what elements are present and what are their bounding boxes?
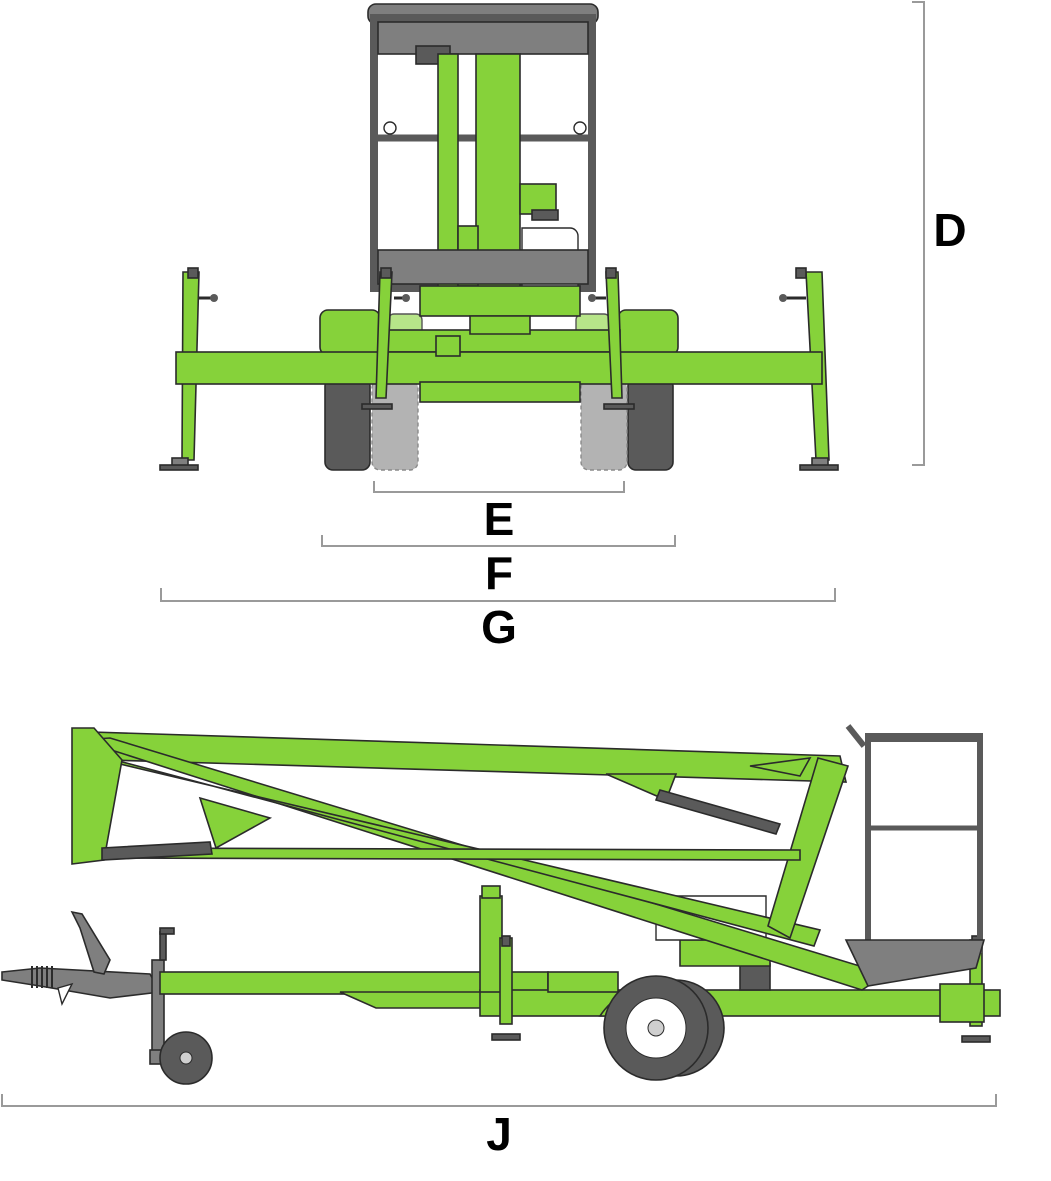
dimension-j-label: J — [486, 1108, 512, 1160]
dimension-e-line — [373, 481, 625, 493]
front-platform-basket — [367, 3, 599, 292]
side-platform-basket — [844, 724, 986, 987]
front-left-outer-tire — [324, 377, 371, 471]
front-left-fender — [319, 309, 381, 356]
front-inner-left-outrigger — [361, 267, 410, 410]
front-axle-beam — [175, 351, 823, 385]
tow-hitch — [1, 910, 162, 1007]
front-right-outer-tire — [627, 377, 674, 471]
boom-assembly — [71, 727, 888, 991]
jockey-wheel — [149, 927, 213, 1085]
dimension-d-line — [912, 1, 925, 466]
front-view: D E F G — [159, 1, 967, 653]
dimension-f-label: F — [485, 547, 513, 599]
front-platform-floor — [377, 249, 589, 285]
front-inner-right-outrigger — [588, 267, 635, 410]
front-right-fender — [617, 309, 679, 356]
side-view: J — [1, 724, 1001, 1160]
dimension-j-line — [1, 1094, 997, 1107]
dimension-e-label: E — [484, 493, 515, 545]
side-main-wheel — [598, 975, 725, 1081]
dimension-g-line — [160, 588, 836, 602]
dimension-f-line — [321, 535, 676, 547]
dimension-d-label: D — [933, 204, 966, 256]
dimension-g-label: G — [481, 601, 517, 653]
